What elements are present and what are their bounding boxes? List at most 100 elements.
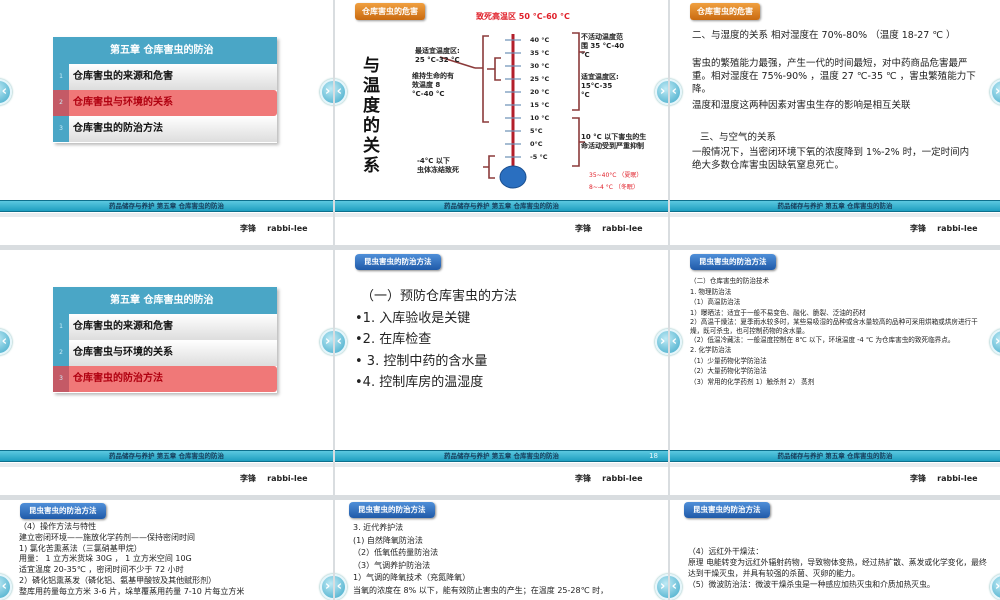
list-heading: （一）预防仓库害虫的方法: [361, 289, 518, 304]
suppressed-activity-label: 10 °C 以下害虫的生 命活动受到严重抑制: [581, 133, 647, 150]
section-badge: 仓库害虫的危害: [355, 3, 425, 20]
modern-methods-text: 3. 近代养护法 (1) 自然降氧防治法 （2）低氧低药量防治法 （3）气调养护…: [353, 522, 663, 597]
chevron-right-icon[interactable]: ›: [990, 574, 1000, 600]
text-line: 2）高温干燥法：夏季雨水较多时，某些易吸湿的品种或含水量较高的品种可采用烘箱或烘…: [690, 318, 978, 335]
control-techniques-text: （二）仓库害虫的防治技术 1. 物理防治法 （1）高温防治法 1）曝晒法：适宜于…: [690, 276, 986, 387]
toc-number: 2: [53, 340, 69, 366]
text-line: （4）远红外干燥法：: [688, 547, 764, 556]
slide-thumbnail-9[interactable]: 昆虫害虫的防治方法 （4）远红外干燥法： 原理 电能转变为远红外辐射药物，导致物…: [670, 500, 1000, 600]
fumigation-text: （4）操作方法与特性 建立密闭环境——施放化学药剂——保持密闭时间 1) 氯化苦…: [19, 522, 329, 598]
chevron-left-icon[interactable]: ‹: [670, 329, 682, 355]
chevron-left-icon[interactable]: ‹: [670, 79, 682, 105]
prevention-list: （一）预防仓库害虫的方法 •1. 入库验收是关键 •2. 在库检查 • 3. 控…: [355, 286, 517, 394]
slide-thumbnail-5[interactable]: 昆虫害虫的防治方法 （一）预防仓库害虫的方法 •1. 入库验收是关键 •2. 在…: [335, 250, 668, 495]
section-badge: 昆虫害虫的防治方法: [684, 502, 770, 518]
text-line: （2）低氧低药量防治法: [353, 548, 439, 557]
chevron-left-icon[interactable]: ‹: [335, 574, 347, 600]
tick-label: 20 °C: [530, 88, 550, 96]
tick-label: 0°C: [530, 140, 543, 148]
text-line: （5）微波防治法：微波干燥杀虫是一种感应加热灭虫和介质加热灭虫。: [688, 580, 935, 589]
text-line: 1）气调的降氧技术（充氮降氧）: [353, 573, 471, 582]
toc-item-1[interactable]: 1 仓库害虫的来源和危害: [53, 314, 277, 340]
divider: [0, 213, 333, 217]
text-line: （二）仓库害虫的防治技术: [690, 277, 770, 285]
thermometer-diagram: [439, 32, 585, 189]
tick-label: 30 °C: [530, 62, 550, 70]
footer-text: 药品储存与养护 第五章 仓库害虫的防治: [777, 452, 893, 460]
list-item: •2. 在库检查: [355, 332, 432, 347]
summer-dormancy-note: 35~40°C （夏眠）: [589, 172, 643, 179]
divider: [670, 213, 1000, 217]
tick-label: 25 °C: [530, 75, 550, 83]
inactive-temp-label: 不活动温度范 围 35 °C-40 °C: [581, 33, 625, 59]
chevron-right-icon[interactable]: ›: [320, 329, 333, 355]
tick-label: 10 °C: [530, 114, 550, 122]
freeze-death-label: -4°C 以下 虫体冻结致死: [417, 157, 459, 174]
section-badge: 仓库害虫的危害: [690, 3, 760, 20]
divider: [0, 463, 333, 467]
text-line: 建立密闭环境——施放化学药剂——保持密闭时间: [19, 532, 195, 542]
chevron-right-icon[interactable]: ›: [320, 79, 333, 105]
author: 李锋 rabbi-lee: [240, 224, 308, 233]
slide-thumbnail-7[interactable]: 昆虫害虫的防治方法 （4）操作方法与特性 建立密闭环境——施放化学药剂——保持密…: [0, 500, 333, 600]
author: 李锋 rabbi-lee: [240, 474, 308, 483]
slide-footer: 药品储存与养护 第五章 仓库害虫的防治: [670, 450, 1000, 462]
chevron-left-icon[interactable]: ‹: [0, 574, 12, 600]
chevron-right-icon[interactable]: ›: [655, 329, 668, 355]
slide-thumbnail-3[interactable]: 仓库害虫的危害 二、与湿度的关系 相对湿度在 70%-80% （温度 18-27…: [670, 0, 1000, 245]
winter-dormancy-note: 8~-4 °C （冬眠）: [589, 184, 639, 191]
chevron-left-icon[interactable]: ‹: [0, 79, 12, 105]
chevron-left-icon[interactable]: ‹: [670, 574, 682, 600]
slide-footer: 药品储存与养护 第五章 仓库害虫的防治: [670, 200, 1000, 212]
lethal-high-label: 致死高温区 50 °C-60 °C: [476, 12, 570, 21]
page-number: 18: [649, 452, 658, 460]
text-line: （1）少量药物化学防治法: [690, 356, 767, 365]
text-line: （3）常用的化学药剂 1）触杀剂 2） 蒸剂: [690, 377, 815, 386]
text-line: 1) 氯化苦熏蒸法（三氯硝基甲烷）: [19, 543, 142, 553]
section-badge: 昆虫害虫的防治方法: [355, 254, 441, 270]
text-line: （2）低温冷藏法：一般温度控制在 8℃ 以下，环境温度 -4 ℃ 为仓库害虫的致…: [690, 336, 955, 344]
chevron-left-icon[interactable]: ‹: [0, 329, 12, 355]
text-line: 3. 近代养护法: [353, 523, 404, 532]
toc-number: 3: [53, 366, 69, 392]
survival-temp-label: 维持生命的有 效温度 8 °C-40 °C: [412, 72, 454, 98]
text-line: （1）高温防治法: [690, 298, 741, 306]
chevron-right-icon[interactable]: ›: [990, 79, 1000, 105]
air-heading: 三、与空气的关系: [700, 132, 777, 143]
list-item: •4. 控制库房的温湿度: [355, 375, 484, 390]
toc-label: 仓库害虫的来源和危害: [73, 321, 173, 332]
toc-number: 2: [53, 90, 69, 116]
toc-label: 仓库害虫的来源和危害: [73, 71, 173, 82]
text-line: 1）曝晒法：适宜于一般不易变色、融化、脆裂、泛油的药材: [690, 308, 866, 317]
brackets: [439, 32, 585, 179]
footer-text: 药品储存与养护 第五章 仓库害虫的防治: [108, 202, 225, 210]
text-line: 原理 电能转变为远红外辐射药物，导致物体变热，经过热扩散、蒸发或化学变化，最终达…: [688, 558, 987, 578]
slide-thumbnail-6[interactable]: 昆虫害虫的防治方法 （二）仓库害虫的防治技术 1. 物理防治法 （1）高温防治法…: [670, 250, 1000, 495]
divider: [335, 463, 668, 467]
toc-number: 1: [53, 314, 69, 340]
vertical-title: 与温度的关系: [363, 56, 380, 176]
toc-title: 第五章 仓库害虫的防治: [53, 287, 277, 314]
footer-text: 药品储存与养护 第五章 仓库害虫的防治: [777, 202, 893, 210]
air-text: 一般情况下，当密闭环境下氧的浓度降到 1%-2% 时，一定时间内绝大多数仓库害虫…: [692, 147, 970, 171]
tick-label: 15 °C: [530, 101, 550, 109]
slide-footer: 药品储存与养护 第五章 仓库害虫的防治: [335, 200, 668, 212]
chevron-right-icon[interactable]: ›: [990, 329, 1000, 355]
toc-label: 仓库害虫的防治方法: [73, 123, 163, 134]
footer-text: 药品储存与养护 第五章 仓库害虫的防治: [443, 202, 560, 210]
slide-footer: 药品储存与养护 第五章 仓库害虫的防治: [0, 450, 333, 462]
drying-methods-text: （4）远红外干燥法： 原理 电能转变为远红外辐射药物，导致物体变热，经过热扩散、…: [688, 546, 988, 590]
list-item: •1. 入库验收是关键: [355, 310, 471, 326]
slide-thumbnail-8[interactable]: 昆虫害虫的防治方法 3. 近代养护法 (1) 自然降氧防治法 （2）低氧低药量防…: [335, 500, 668, 600]
text-line: （3）气调养护防治法: [353, 560, 431, 570]
chevron-left-icon[interactable]: ‹: [335, 329, 347, 355]
